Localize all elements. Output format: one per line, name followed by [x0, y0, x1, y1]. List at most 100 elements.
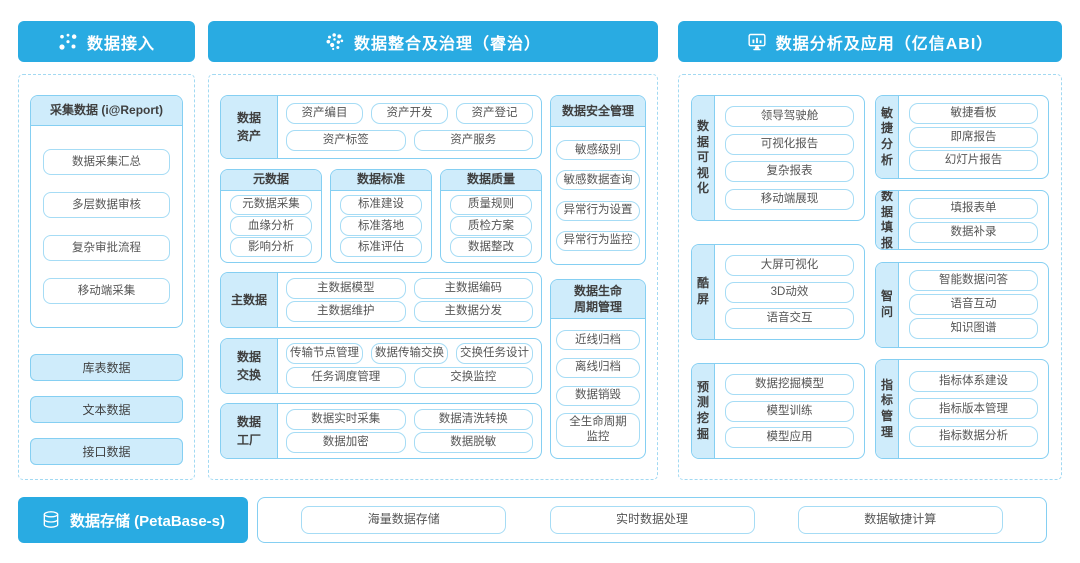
diagram-chip: 移动端展现 [725, 188, 854, 210]
box-title: 数据生命 周期管理 [551, 280, 645, 320]
diagram-chip: 标准建设 [340, 194, 422, 215]
diagram-chip: 数据传输交换 [371, 343, 448, 365]
diagram-chip: 质量规则 [450, 194, 532, 215]
group-label: 指标管理 [876, 359, 899, 458]
diagram-chip: 智能数据问答 [909, 269, 1038, 291]
row-label: 主数据 [221, 273, 278, 327]
data-lifecycle-box: 数据生命 周期管理 近线归档 离线归档 数据销毁 全生命周期 监控 [550, 279, 646, 459]
report-collect-box: 采集数据 (i@Report) 数据采集汇总 多层数据审核 复杂审批流程 移动端… [30, 95, 183, 328]
box-body: 元数据采集 血缘分析 影响分析 [221, 191, 321, 262]
row-label: 数据 资产 [221, 96, 278, 158]
diagram-chip: 数据销毁 [556, 385, 640, 406]
diagram-chip: 传输节点管理 [286, 343, 363, 365]
box-title: 数据标准 [331, 169, 431, 191]
diagram-chip: 语音交互 [725, 308, 854, 330]
storage-header: 数据存储 (PetaBase-s) [18, 497, 248, 543]
row-body: 资产编目 资产开发 资产登记 资产标签 资产服务 [278, 96, 541, 158]
row-label: 数据 交换 [221, 338, 278, 393]
diagram-chip: 质检方案 [450, 216, 532, 236]
diagram-chip: 模型训练 [725, 400, 854, 422]
group-data-filling: 数据填报 填报表单 数据补录 [875, 190, 1049, 251]
diagram-chip: 大屏可视化 [725, 254, 854, 276]
source-data-chip: 文本数据 [30, 396, 183, 423]
source-data-chip: 库表数据 [30, 354, 183, 381]
diagram-chip: 模型应用 [725, 427, 854, 449]
diagram-chip: 可视化报告 [725, 133, 854, 155]
diagram-chip: 敏感级别 [556, 140, 640, 161]
group-body: 大屏可视化 3D动效 语音交互 [715, 245, 864, 339]
metadata-box: 元数据 元数据采集 血缘分析 影响分析 [220, 168, 322, 263]
group-body: 数据挖掘模型 模型训练 模型应用 [715, 364, 864, 458]
source-data-chip: 接口数据 [30, 438, 183, 465]
box-title: 采集数据 (i@Report) [31, 96, 182, 126]
panel-analysis: 数据可视化 领导驾驶舱 可视化报告 复杂报表 移动端展现 酷屏 大屏可视化 3D… [678, 74, 1062, 480]
diagram-chip: 主数据模型 [286, 277, 406, 299]
section-header-analysis: 数据分析及应用（亿信ABI） [678, 21, 1062, 62]
diagram-chip: 指标体系建设 [909, 370, 1038, 392]
diagram-chip: 数据采集汇总 [43, 149, 170, 175]
diagram-chip: 主数据维护 [286, 301, 406, 323]
group-label: 敏捷分析 [876, 96, 899, 178]
box-body: 敏感级别 敏感数据查询 异常行为设置 异常行为监控 [551, 127, 645, 264]
row-data-exchange: 数据 交换 传输节点管理 数据传输交换 交换任务设计 任务调度管理 交换监控 [220, 337, 542, 394]
group-predictive-mining: 预测挖掘 数据挖掘模型 模型训练 模型应用 [691, 363, 865, 459]
box-body: 质量规则 质检方案 数据整改 [441, 191, 541, 262]
chip-line: 数据加密 数据脱敏 [286, 432, 533, 454]
chip-line: 资产编目 资产开发 资产登记 [286, 103, 533, 125]
diagram-chip: 数据挖掘模型 [725, 373, 854, 395]
group-data-visualization: 数据可视化 领导驾驶舱 可视化报告 复杂报表 移动端展现 [691, 95, 865, 221]
report-collect-body: 数据采集汇总 多层数据审核 复杂审批流程 移动端采集 [31, 126, 182, 327]
panel-governance: 数据 资产 资产编目 资产开发 资产登记 资产标签 资产服务 元数据 [208, 74, 658, 480]
diagram-chip: 交换任务设计 [456, 343, 533, 365]
diagram-chip: 资产编目 [286, 103, 363, 125]
group-smart-qa: 智问 智能数据问答 语音互动 知识图谱 [875, 261, 1049, 348]
diagram-chip: 敏捷看板 [909, 102, 1038, 124]
diagram-chip: 异常行为设置 [556, 200, 640, 221]
diagram-chip: 复杂审批流程 [43, 235, 170, 261]
diagram-chip: 3D动效 [725, 281, 854, 303]
diagram-chip: 血缘分析 [230, 216, 312, 236]
chip-line: 数据实时采集 数据清洗转换 [286, 408, 533, 430]
diagram-chip: 数据补录 [909, 221, 1038, 243]
diagram-chip: 数据加密 [286, 432, 406, 454]
diagram-chip: 资产标签 [286, 129, 406, 151]
diagram-chip: 数据清洗转换 [413, 408, 533, 430]
group-body: 填报表单 数据补录 [899, 191, 1048, 249]
diagram-chip: 实时数据处理 [549, 506, 755, 534]
diagram-chip: 数据整改 [450, 237, 532, 258]
group-label: 预测挖掘 [692, 364, 715, 458]
section-header-data-ingest: 数据接入 [18, 21, 195, 62]
group-body: 敏捷看板 即席报告 幻灯片报告 [899, 96, 1048, 178]
scatter-dots-icon [59, 33, 77, 50]
governance-side: 数据安全管理 敏感级别 敏感数据查询 异常行为设置 异常行为监控 数据生命 周期… [550, 95, 646, 459]
diagram-chip: 影响分析 [230, 237, 312, 258]
section-title: 数据接入 [86, 35, 155, 53]
section-header-governance: 数据整合及治理（睿治） [208, 21, 658, 62]
group-label: 智问 [876, 262, 899, 347]
diagram-chip: 移动端采集 [43, 278, 170, 304]
diagram-chip: 海量数据存储 [301, 506, 507, 534]
diagram-chip: 幻灯片报告 [909, 150, 1038, 172]
diagram-chip: 资产服务 [413, 129, 533, 151]
diagram-chip: 知识图谱 [909, 318, 1038, 340]
section-title: 数据分析及应用（亿信ABI） [775, 35, 994, 53]
group-body: 智能数据问答 语音互动 知识图谱 [899, 263, 1048, 347]
diagram-chip: 多层数据审核 [43, 192, 170, 218]
diagram-chip: 领导驾驶舱 [725, 106, 854, 128]
box-body: 标准建设 标准落地 标准评估 [331, 191, 431, 262]
row-data-asset: 数据 资产 资产编目 资产开发 资产登记 资产标签 资产服务 [220, 95, 542, 159]
row-data-factory: 数据 工厂 数据实时采集 数据清洗转换 数据加密 数据脱敏 [220, 403, 542, 459]
chip-line: 任务调度管理 交换监控 [286, 366, 533, 388]
diagram-chip: 主数据分发 [413, 301, 533, 323]
group-label: 酷屏 [692, 245, 715, 339]
dots-cluster-icon [326, 32, 344, 50]
diagram-chip: 元数据采集 [230, 194, 312, 215]
row-label: 数据 工厂 [221, 404, 278, 458]
chip-line: 主数据模型 主数据编码 [286, 277, 533, 299]
diagram-chip: 主数据编码 [413, 277, 533, 299]
diagram-chip: 任务调度管理 [286, 366, 406, 388]
diagram-chip: 异常行为监控 [556, 230, 640, 251]
box-title: 元数据 [221, 169, 321, 191]
panel-data-ingest: 采集数据 (i@Report) 数据采集汇总 多层数据审核 复杂审批流程 移动端… [18, 74, 195, 480]
diagram-chip: 数据敏捷计算 [797, 506, 1003, 534]
